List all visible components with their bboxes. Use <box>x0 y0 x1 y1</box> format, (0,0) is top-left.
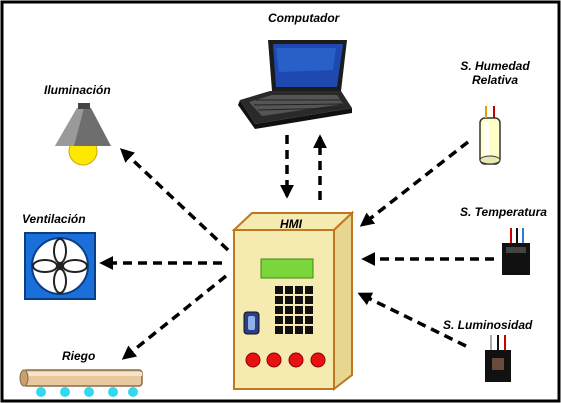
luminosity-sensor-icon <box>485 335 511 382</box>
computer-label: Computador <box>268 11 340 25</box>
irrigation-label: Riego <box>62 349 96 363</box>
humidity-sensor-icon <box>479 106 501 165</box>
lighting-label: Iluminación <box>44 83 111 97</box>
lamp-icon <box>55 103 111 166</box>
arrow-luminosity-to-hmi <box>357 292 467 348</box>
ventilation-label: Ventilación <box>22 212 86 226</box>
luminosity-sensor-label: S. Luminosidad <box>443 318 533 332</box>
fan-icon <box>24 232 96 300</box>
hmi-cabinet-icon <box>231 210 355 392</box>
temperature-sensor-label: S. Temperatura <box>460 205 547 219</box>
humidity-sensor-label-line2: Relativa <box>471 73 519 87</box>
laptop-icon <box>238 40 352 129</box>
arrow-hmi-to-irrigation <box>121 274 228 360</box>
hmi-label: HMI <box>280 217 302 231</box>
humidity-sensor-label-line1: S. Humedad <box>460 59 530 73</box>
arrow-hmi-to-lighting <box>119 148 230 252</box>
keypad <box>275 286 313 334</box>
arrow-humidity-to-hmi <box>359 140 470 227</box>
temperature-sensor-icon <box>502 228 530 275</box>
irrigation-pipe-icon <box>19 369 143 397</box>
